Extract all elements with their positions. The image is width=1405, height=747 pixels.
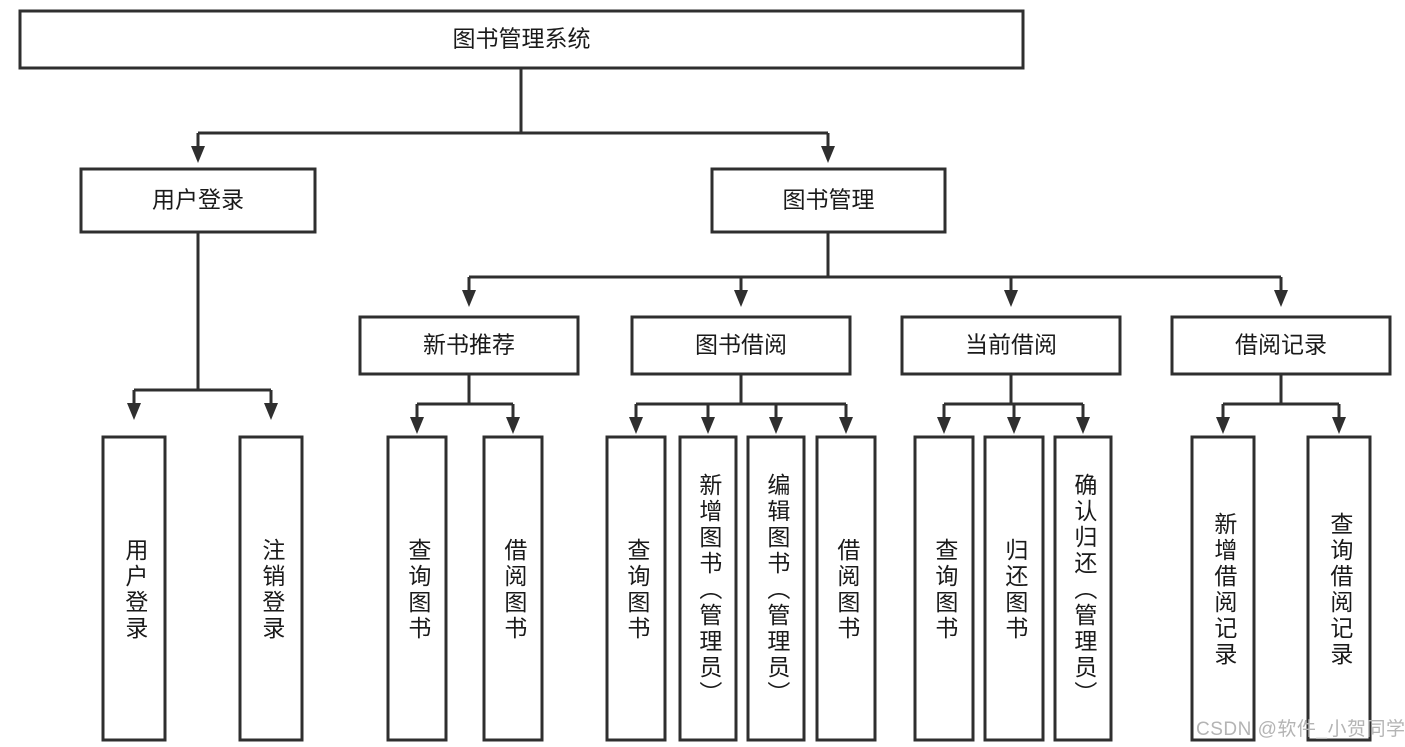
arrow-head-icon: [1332, 417, 1346, 434]
node-box-leaf-add-borrow-record[interactable]: [1190, 435, 1256, 742]
arrow-head-icon: [769, 417, 783, 434]
connector-book-mgmt-to-level3: [462, 232, 1288, 307]
node-box-book-borrow[interactable]: [630, 315, 852, 376]
connector-current-to-leaves: [937, 374, 1090, 434]
arrow-head-icon: [821, 146, 835, 163]
arrow-head-icon: [629, 417, 643, 434]
connector-record-to-leaves: [1216, 374, 1346, 434]
node-box-leaf-borrow-books-borrow[interactable]: [815, 435, 877, 742]
arrow-head-icon: [839, 417, 853, 434]
connector-layer: [127, 68, 1346, 434]
node-box-leaf-edit-book-admin[interactable]: [746, 435, 806, 742]
node-box-root[interactable]: [18, 9, 1025, 70]
arrow-head-icon: [701, 417, 715, 434]
node-box-leaf-logout-login[interactable]: [238, 435, 304, 742]
node-box-current-borrow[interactable]: [900, 315, 1122, 376]
node-box-borrow-record[interactable]: [1170, 315, 1392, 376]
arrow-head-icon: [734, 290, 748, 307]
node-box-leaf-query-borrow-record[interactable]: [1306, 435, 1372, 742]
node-box-new-book-recommend[interactable]: [358, 315, 580, 376]
node-box-book-management[interactable]: [710, 167, 947, 234]
arrow-head-icon: [127, 403, 141, 420]
node-box-leaf-query-books-recommend[interactable]: [386, 435, 448, 742]
connector-user-login-to-leaves: [127, 232, 278, 420]
node-label-current-borrow: 当前借阅: [965, 332, 1057, 358]
arrow-head-icon: [1216, 417, 1230, 434]
node-box-leaf-borrow-books-recommend[interactable]: [482, 435, 544, 742]
node-box-leaf-return-books[interactable]: [983, 435, 1045, 742]
node-label-user-login: 用户登录: [152, 187, 244, 213]
node-box-leaf-user-login[interactable]: [101, 435, 167, 742]
connector-recommend-to-leaves: [410, 374, 520, 434]
arrow-head-icon: [937, 417, 951, 434]
node-label-borrow-record: 借阅记录: [1235, 332, 1327, 358]
arrow-head-icon: [462, 290, 476, 307]
arrow-head-icon: [1007, 417, 1021, 434]
node-label-root: 图书管理系统: [453, 26, 591, 52]
node-box-leaf-query-books-current[interactable]: [913, 435, 975, 742]
node-box-leaf-query-books-borrow[interactable]: [605, 435, 667, 742]
box-layer: [18, 9, 1392, 742]
arrow-head-icon: [1076, 417, 1090, 434]
node-label-book-borrow: 图书借阅: [695, 332, 787, 358]
node-box-leaf-add-book-admin[interactable]: [678, 435, 738, 742]
connector-borrow-to-leaves: [629, 374, 853, 434]
arrow-head-icon: [191, 146, 205, 163]
node-box-user-login[interactable]: [79, 167, 317, 234]
arrow-head-icon: [506, 417, 520, 434]
node-label-new-book-recommend: 新书推荐: [423, 332, 515, 358]
arrow-head-icon: [410, 417, 424, 434]
arrow-head-icon: [1004, 290, 1018, 307]
node-box-leaf-confirm-return-admin[interactable]: [1053, 435, 1113, 742]
arrow-head-icon: [1274, 290, 1288, 307]
node-label-book-management: 图书管理: [783, 187, 875, 213]
connector-root-to-level2: [191, 68, 835, 163]
csdn-watermark: CSDN @软件_小贺同学: [1196, 719, 1405, 740]
arrow-head-icon: [264, 403, 278, 420]
